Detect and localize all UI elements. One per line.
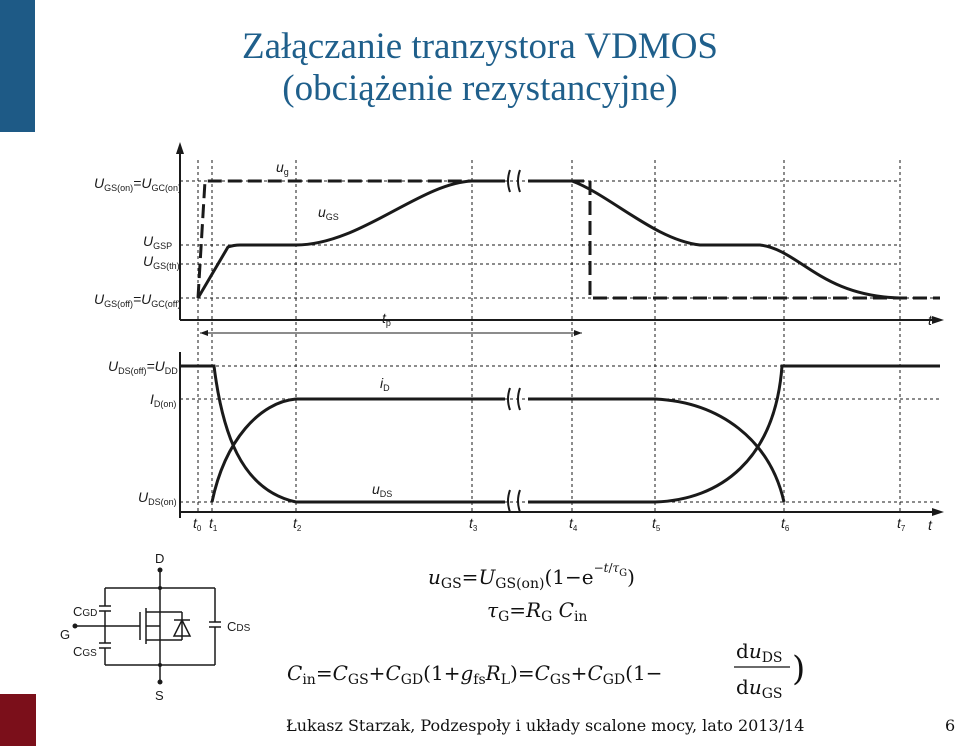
label-id-on: ID(on)	[150, 391, 176, 409]
title-line-1: Załączanie tranzystora VDMOS	[241, 26, 719, 67]
label-ugs-off: UGS(off)=UGC(off)	[94, 291, 181, 309]
tick-t7: t7	[897, 515, 906, 533]
equation-fraction-den: duGS	[736, 675, 782, 702]
page-number: 6	[945, 716, 956, 735]
label-t-axis-2: t	[928, 517, 933, 533]
title-line-2: (obciążenie rezystancyjne)	[282, 68, 678, 109]
equation-fraction-num: duDS	[736, 639, 783, 666]
slide-title: Załączanie tranzystora VDMOS (obciążenie…	[180, 26, 780, 110]
label-uds-off: UDS(off)=UDD	[108, 358, 178, 376]
label-id: iD	[380, 375, 390, 393]
circuit-cgs-label: CGS	[73, 644, 97, 659]
circuit-drain-label: D	[155, 551, 164, 566]
equation-gate-voltage: uGS=UGS(on)(1−e−t/τG)	[428, 561, 635, 592]
tick-t3: t3	[469, 515, 478, 533]
tick-t5: t5	[652, 515, 661, 533]
footer-text: Łukasz Starzak, Podzespoły i układy scal…	[286, 716, 805, 735]
university-logo	[0, 694, 36, 746]
label-uds: uDS	[372, 481, 392, 499]
equation-paren-close: )	[792, 649, 805, 689]
label-ugsp: UGSP	[143, 233, 172, 251]
label-tp: tp	[382, 310, 391, 328]
tick-t4: t4	[569, 515, 578, 533]
tick-t0: t0	[193, 515, 202, 533]
accent-bar	[0, 0, 35, 132]
equation-input-capacitance: Cin=CGS+CGD(1+gfsRL)=CGS+CGD(1−	[287, 661, 662, 688]
tick-t1: t1	[209, 515, 218, 533]
equation-time-constant: τG=RG Cin	[487, 598, 587, 625]
circuit-cgd-label: CGD	[73, 604, 97, 619]
label-ugs-on: UGS(on)=UGC(on)	[94, 175, 181, 193]
label-t-axis-1: t	[928, 312, 933, 328]
circuit-cds-label: CDS	[227, 619, 251, 634]
label-ugs: uGS	[318, 204, 339, 222]
tick-t2: t2	[293, 515, 302, 533]
label-ugsth: UGS(th)	[143, 253, 180, 271]
mosfet-circuit	[75, 570, 221, 682]
circuit-gate-label: G	[60, 627, 70, 642]
tick-t6: t6	[781, 515, 790, 533]
label-ug: ug	[276, 159, 289, 177]
label-uds-on: UDS(on)	[138, 489, 177, 507]
circuit-source-label: S	[155, 688, 164, 703]
